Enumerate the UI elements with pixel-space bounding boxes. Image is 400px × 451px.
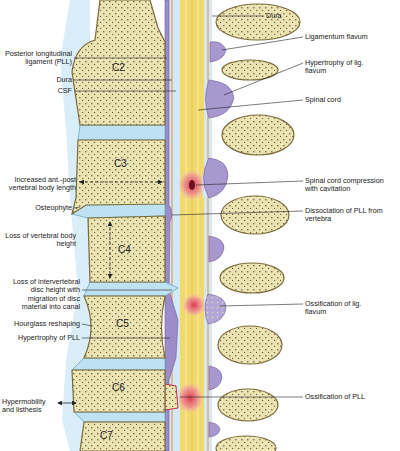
dura-line (171, 0, 172, 451)
callout-label: Dura (266, 12, 306, 20)
callout-label: Dura (30, 76, 72, 84)
leader-line (172, 211, 303, 215)
lamina (216, 436, 276, 451)
leader-line (212, 16, 264, 17)
leader-line (82, 290, 172, 291)
cord-compression (182, 293, 206, 317)
callout-label: Ligamentum flavum (305, 33, 397, 41)
leader-line (82, 324, 92, 326)
leader-line (198, 100, 303, 110)
csf-space (166, 0, 212, 451)
ligamentum-flavum (210, 42, 226, 62)
disc (84, 282, 178, 296)
dimension-arrow (110, 222, 111, 278)
ligamentum-flavum (209, 236, 224, 262)
cavitation (189, 180, 195, 190)
callout-label: Hypertrophy of lig. flavum (305, 59, 371, 76)
ligamentum-flavum (206, 80, 235, 118)
callout-label: Increased ant.-post vertebral body lengt… (2, 176, 76, 193)
lamina (222, 115, 294, 155)
listhesis-arrow (58, 403, 76, 404)
leader-line (196, 181, 303, 185)
disc (74, 412, 165, 422)
vertebral-body (84, 296, 165, 358)
disc (78, 125, 165, 140)
vertebral-body (80, 422, 165, 451)
lamina (222, 60, 278, 80)
callout-label: Spinal cord (305, 96, 397, 104)
vertebral-body (72, 140, 165, 214)
leader-line (74, 91, 176, 92)
leader-lines (74, 16, 303, 397)
callout-label: Loss of intervertebral disc height with … (2, 278, 80, 312)
callout-label: Spinal cord compression with cavitation (305, 177, 397, 194)
vertebra-label: C3 (114, 158, 127, 169)
leader-line (222, 37, 303, 50)
vertebra-label: C4 (118, 244, 131, 255)
callout-label: Hypertrophy of PLL (2, 334, 80, 342)
lamina (218, 326, 282, 364)
lamina (218, 389, 278, 421)
vertebral-body (72, 370, 165, 412)
vertebra-label: C7 (100, 430, 113, 441)
ossified-flavum (205, 294, 226, 324)
leader-line (74, 207, 80, 208)
ossified-pll (165, 384, 178, 410)
leader-line (74, 58, 167, 59)
callout-label: Ossification of PLL (305, 393, 397, 401)
ligamentum-flavum (209, 366, 222, 390)
vertebral-body (72, 0, 165, 125)
vertebra-label: C2 (112, 62, 125, 73)
vertebral-body (88, 216, 165, 282)
cord-stripe (197, 0, 198, 451)
callout-label: CSF (30, 87, 72, 95)
vertebra-label: C5 (116, 318, 129, 329)
callout-label: Osteophyte (2, 204, 72, 212)
disc (72, 358, 165, 370)
callout-label: Posterior longitudinal ligament (PLL) (2, 50, 72, 67)
ligamentum-flavum (209, 422, 220, 437)
leader-line (82, 338, 170, 339)
lamina (220, 263, 284, 293)
lamina (221, 196, 289, 234)
dura-line (207, 0, 208, 451)
pll (165, 0, 178, 451)
leader-line (180, 397, 303, 398)
leader-line (220, 304, 303, 306)
callout-label: Hypermobility and listhesis (2, 398, 56, 415)
callout-label: Ossification of lig. flavum (305, 300, 371, 317)
callout-label: Dissociation of PLL from vertebra (305, 207, 397, 224)
vertebra-label: C6 (112, 382, 125, 393)
callout-label: Hourglass reshaping (2, 320, 80, 328)
dimension-arrow (80, 182, 162, 183)
callout-label: Loss of vertebral body height (2, 232, 76, 249)
leader-line (224, 63, 303, 95)
leader-line (74, 80, 172, 81)
ligamentum-flavum (204, 158, 229, 198)
lamina (216, 4, 300, 40)
cord-compression (176, 382, 204, 414)
